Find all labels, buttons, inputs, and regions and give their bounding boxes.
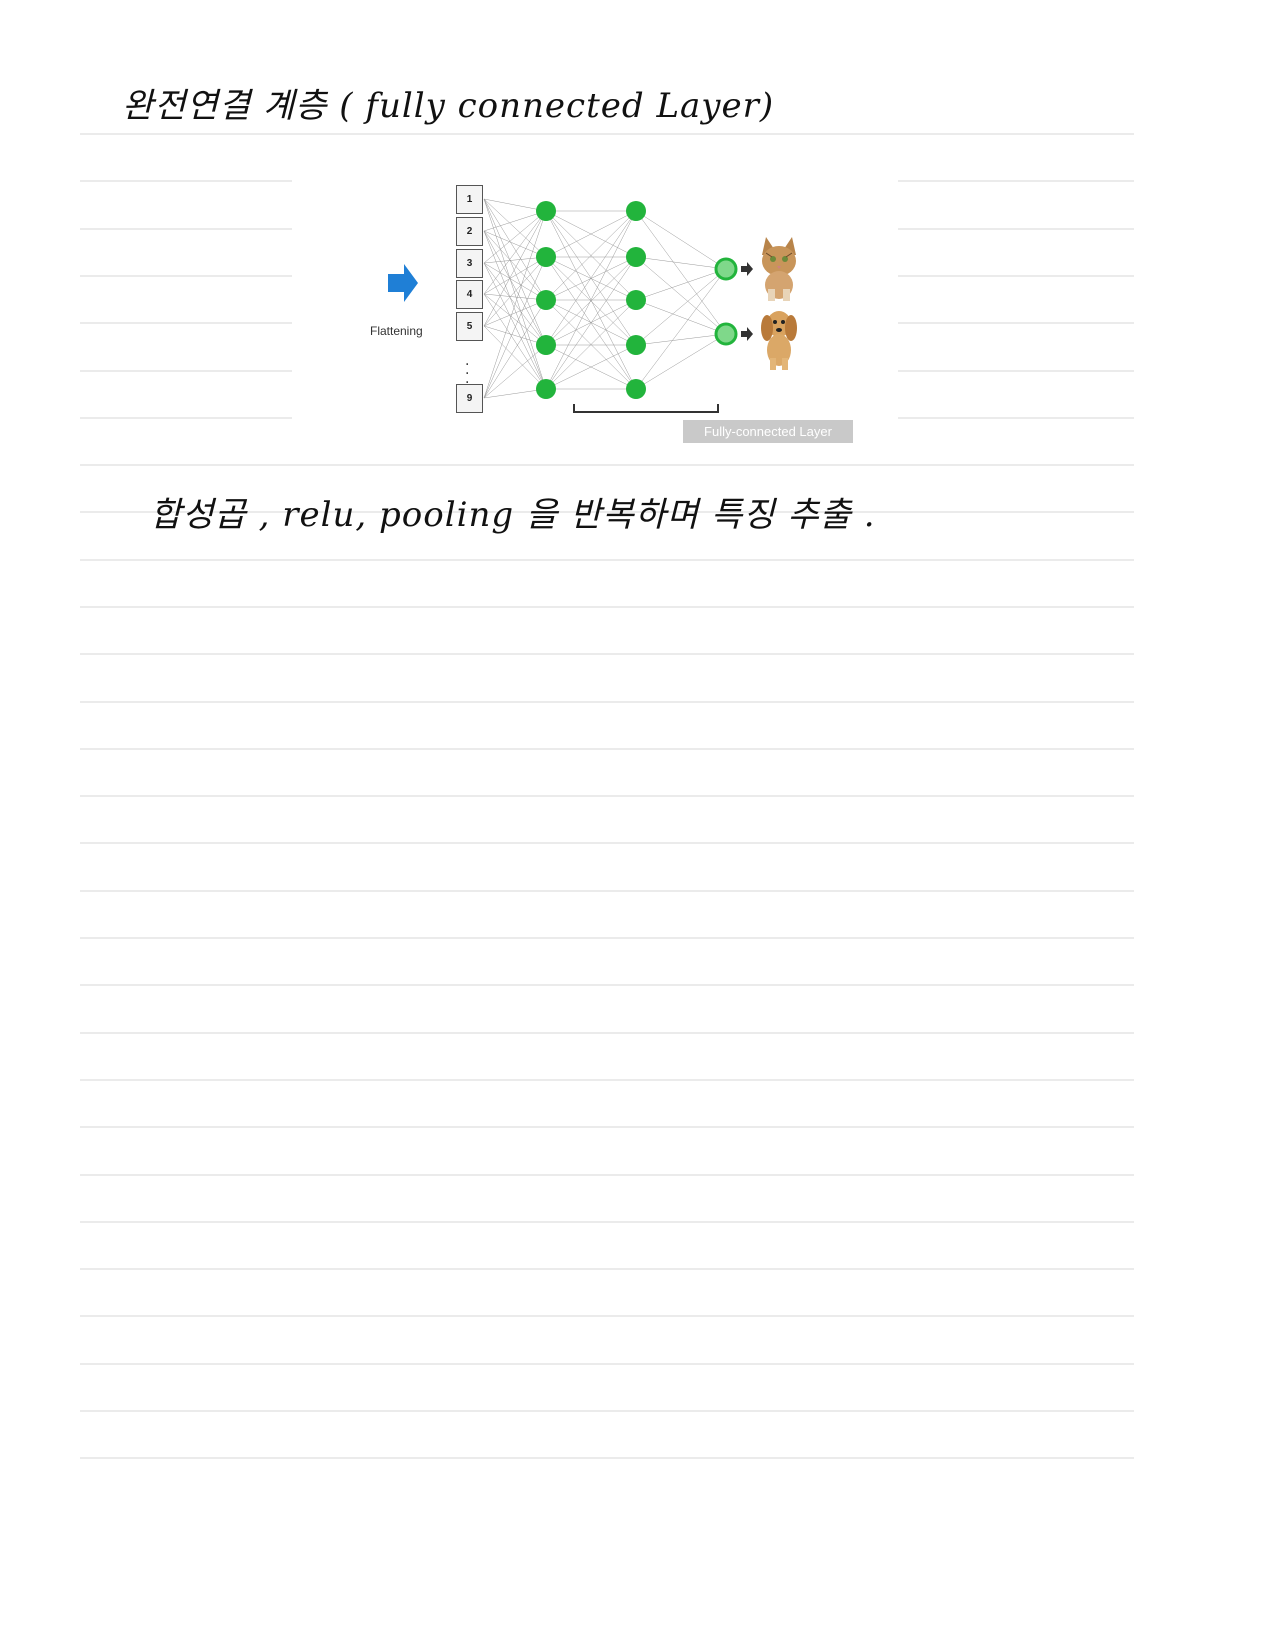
output-arrow-icon	[741, 327, 753, 341]
connection-edge	[545, 344, 637, 390]
connection-edge	[545, 256, 637, 390]
input-node: 4	[456, 280, 483, 309]
connection-edge	[483, 198, 547, 390]
connection-edge	[483, 230, 547, 390]
hidden-node	[536, 247, 556, 267]
input-node: 9	[456, 384, 483, 413]
connection-edge	[635, 268, 727, 301]
output-arrow-icon	[741, 262, 753, 276]
connection-edge	[483, 230, 547, 301]
connection-edge	[483, 256, 547, 295]
connection-edge	[483, 198, 547, 212]
connection-edge	[545, 210, 637, 390]
connection-edge	[635, 268, 727, 346]
input-node: 1	[456, 185, 483, 214]
connection-edge	[635, 256, 727, 270]
input-node: 2	[456, 217, 483, 246]
connection-edge	[635, 268, 727, 390]
connection-edge	[545, 210, 637, 346]
connection-edge	[483, 198, 547, 346]
connection-edge	[483, 256, 547, 327]
connection-edge	[635, 333, 727, 390]
handwritten-note: 합성곱 , relu, pooling 을 반복하며 특징 추출 .	[150, 495, 876, 535]
connection-edge	[483, 210, 547, 264]
connection-edge	[483, 210, 547, 327]
connection-edge	[483, 256, 547, 399]
connection-edge	[483, 210, 547, 232]
connection-edge	[635, 256, 727, 335]
connection-edge	[483, 210, 547, 399]
connection-edge	[483, 293, 547, 346]
hidden-node	[626, 290, 646, 310]
fc-bracket	[573, 404, 719, 413]
connection-edge	[483, 299, 547, 327]
connection-edge	[545, 210, 637, 301]
connection-edge	[483, 256, 547, 264]
connection-edge	[483, 198, 547, 301]
connection-edge	[483, 230, 547, 258]
connection-edge	[545, 299, 637, 346]
connection-edge	[483, 198, 547, 258]
connection-edge	[483, 293, 547, 301]
connection-edge	[545, 256, 637, 301]
connection-edge	[635, 299, 727, 335]
connection-edge	[483, 262, 547, 301]
hidden-node	[536, 201, 556, 221]
connection-edge	[545, 256, 637, 346]
hidden-node	[536, 290, 556, 310]
connection-edge	[635, 210, 727, 335]
connection-edge	[483, 210, 547, 295]
connection-edge	[483, 325, 547, 346]
input-node: 5	[456, 312, 483, 341]
connection-edge	[545, 210, 637, 258]
connection-edge	[483, 262, 547, 390]
hidden-node	[626, 335, 646, 355]
connection-edge	[483, 293, 547, 390]
connection-edge	[483, 344, 547, 399]
hidden-node	[626, 379, 646, 399]
fully-connected-layer-label: Fully-connected Layer	[683, 420, 853, 443]
flatten-arrow-icon	[388, 264, 418, 302]
connection-edge	[545, 299, 637, 390]
flattening-label: Flattening	[370, 324, 423, 338]
hidden-node	[626, 247, 646, 267]
connection-edge	[483, 299, 547, 399]
connection-edge	[483, 230, 547, 346]
hidden-node	[536, 379, 556, 399]
hidden-node	[536, 335, 556, 355]
network-graph	[388, 198, 797, 413]
dog-image	[761, 311, 797, 370]
input-node: 3	[456, 249, 483, 278]
cat-image	[762, 237, 796, 301]
connection-edge	[635, 210, 727, 270]
output-node	[714, 257, 738, 281]
handwritten-title: 완전연결 계층 ( fully connected Layer)	[122, 86, 775, 126]
hidden-node	[626, 201, 646, 221]
input-ellipsis: ···	[465, 357, 470, 391]
fully-connected-diagram: Flattening 1 2 3 4 5 ··· 9 Fully-connect…	[370, 182, 870, 443]
connection-edge	[483, 325, 547, 390]
connection-edge	[483, 388, 547, 399]
connection-edge	[635, 333, 727, 346]
output-node	[714, 322, 738, 346]
